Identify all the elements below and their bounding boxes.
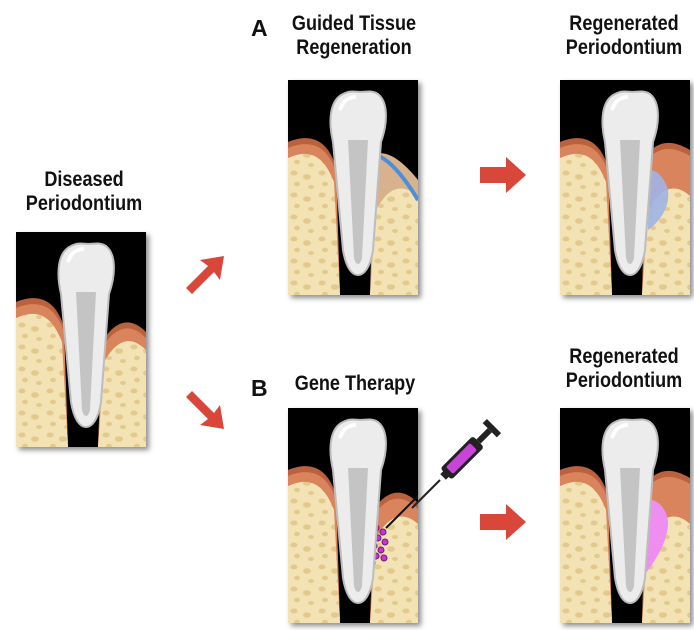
result-b-label: Regenerated Periodontium (552, 345, 694, 393)
syringe-icon (410, 400, 520, 510)
result-a-label: Regenerated Periodontium (552, 12, 694, 60)
diseased-label-line1: Diseased (12, 168, 156, 192)
arrow-to-a (180, 250, 230, 300)
result-b-label-line1: Regenerated (552, 345, 694, 369)
diseased-panel (16, 232, 146, 447)
branch-b-label: Gene Therapy (286, 372, 424, 396)
arrow-b-to-result (478, 502, 528, 542)
gtr-panel (288, 80, 418, 295)
branch-a-letter: A (251, 15, 268, 42)
branch-b-letter: B (251, 375, 268, 402)
branch-a-label-line1: Guided Tissue (282, 12, 426, 36)
branch-a-label: Guided Tissue Regeneration (282, 12, 426, 60)
gene-therapy-panel (288, 408, 418, 623)
arrow-to-b (180, 385, 230, 435)
result-b-panel (560, 408, 690, 623)
result-a-label-line1: Regenerated (552, 12, 694, 36)
result-b-label-line2: Periodontium (552, 369, 694, 393)
result-a-panel (560, 80, 690, 295)
result-a-label-line2: Periodontium (552, 36, 694, 60)
branch-a-label-line2: Regeneration (282, 36, 426, 60)
diseased-label: Diseased Periodontium (12, 168, 156, 216)
branch-b-label-line1: Gene Therapy (286, 372, 424, 396)
diseased-label-line2: Periodontium (12, 192, 156, 216)
arrow-a-to-result (478, 155, 528, 195)
